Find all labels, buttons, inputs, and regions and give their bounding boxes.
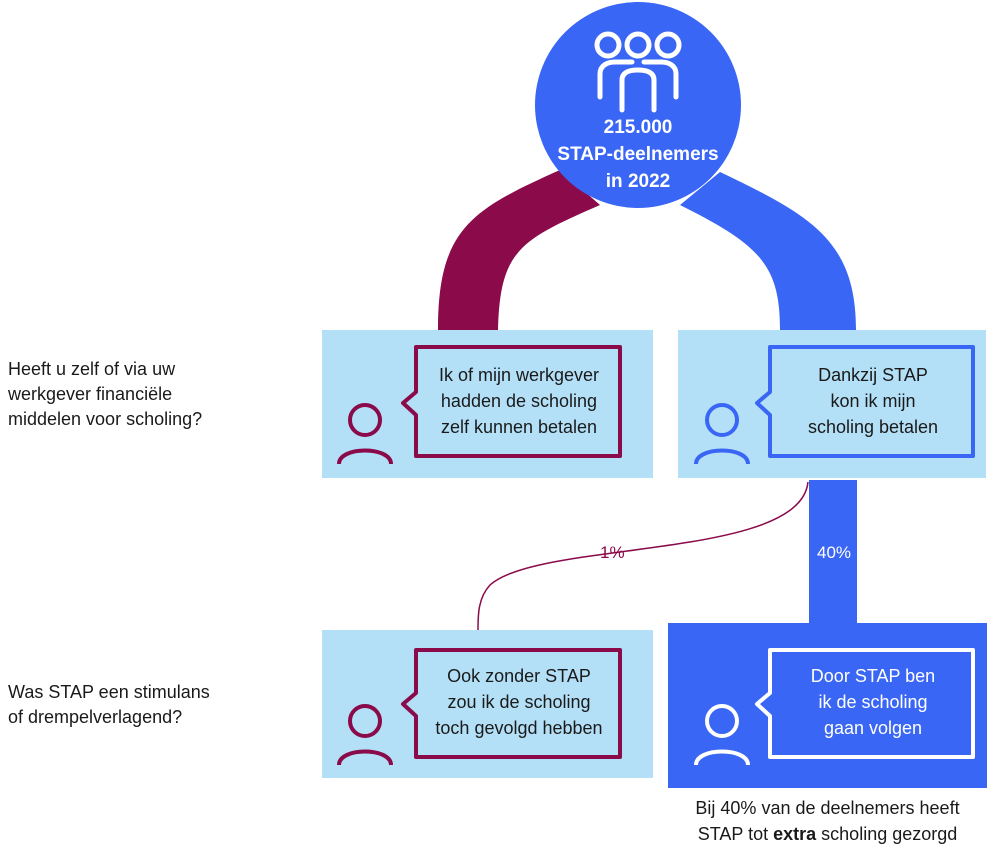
hub-label: 215.000 STAP-deelnemers in 2022	[548, 114, 728, 195]
question-2-line-1: Was STAP een stimulans	[8, 682, 210, 702]
maroon-flow-band	[438, 170, 600, 330]
footnote-line-1: Bij 40% van de deelnemers heeft	[695, 798, 960, 818]
box-bottom-left-text: Ook zonder STAP zou ik de scholing toch …	[420, 663, 618, 741]
footnote-emphasis: extra	[773, 824, 817, 844]
hub-count: 215.000	[603, 117, 673, 138]
maroon-thin-flow	[477, 481, 809, 631]
box-bottom-right-line-3: gaan volgen	[823, 718, 923, 738]
hub-year: in 2022	[605, 171, 671, 192]
footnote-line-2-pre: STAP tot	[697, 824, 769, 844]
footnote: Bij 40% van de deelnemers heeft STAP tot…	[668, 795, 987, 847]
footnote-line-2: STAP tot extra scholing gezorgd	[668, 821, 987, 847]
question-stimulus: Was STAP een stimulans of drempelverlage…	[8, 680, 268, 730]
question-1-line-3: middelen voor scholing?	[8, 409, 203, 429]
question-financial-means: Heeft u zelf of via uw werkgever financi…	[8, 357, 268, 432]
hub-subject: STAP-deelnemers	[557, 144, 719, 165]
blue-flow-bar	[809, 480, 857, 623]
box-top-left-text: Ik of mijn werkgever hadden de scholing …	[420, 362, 618, 440]
box-bottom-left-line-2: zou ik de scholing	[447, 692, 591, 712]
footnote-line-2-post: scholing gezorgd	[821, 824, 958, 844]
person-icon-top-left	[337, 403, 393, 465]
box-top-right-line-3: scholing betalen	[807, 417, 939, 437]
box-bottom-left-line-1: Ook zonder STAP	[447, 666, 591, 686]
person-icon-bottom-right	[694, 704, 750, 766]
box-top-left-line-2: hadden de scholing	[440, 391, 598, 411]
question-1-line-1: Heeft u zelf of via uw	[8, 359, 176, 379]
box-top-right-bg	[678, 330, 986, 478]
person-icon-bottom-left	[337, 704, 393, 766]
bubble-top-left	[401, 345, 622, 458]
flow-label-40-percent: 40%	[817, 543, 852, 562]
flow-label-1-percent: 1%	[600, 543, 625, 562]
bubble-bottom-left	[401, 648, 622, 759]
box-top-right-text: Dankzij STAP kon ik mijn scholing betale…	[774, 362, 972, 440]
box-bottom-right-line-1: Door STAP ben	[810, 666, 936, 686]
bubble-bottom-right	[755, 648, 975, 759]
box-bottom-left-line-3: toch gevolgd hebben	[435, 718, 603, 738]
blue-flow-band	[680, 172, 856, 330]
person-icon-top-right	[694, 403, 750, 465]
box-top-left-line-1: Ik of mijn werkgever	[438, 365, 600, 385]
box-bottom-right-line-2: ik de scholing	[818, 692, 928, 712]
box-top-left-line-3: zelf kunnen betalen	[440, 417, 598, 437]
question-1-line-2: werkgever financiële	[8, 384, 173, 404]
hub-circle	[535, 2, 741, 208]
people-group-icon	[594, 31, 682, 113]
box-top-right-line-2: kon ik mijn	[830, 391, 916, 411]
box-bottom-right-text: Door STAP ben ik de scholing gaan volgen	[774, 663, 972, 741]
question-2-line-2: of drempelverlagend?	[8, 707, 183, 727]
bubble-top-right	[755, 345, 975, 458]
box-top-right-line-1: Dankzij STAP	[818, 365, 928, 385]
